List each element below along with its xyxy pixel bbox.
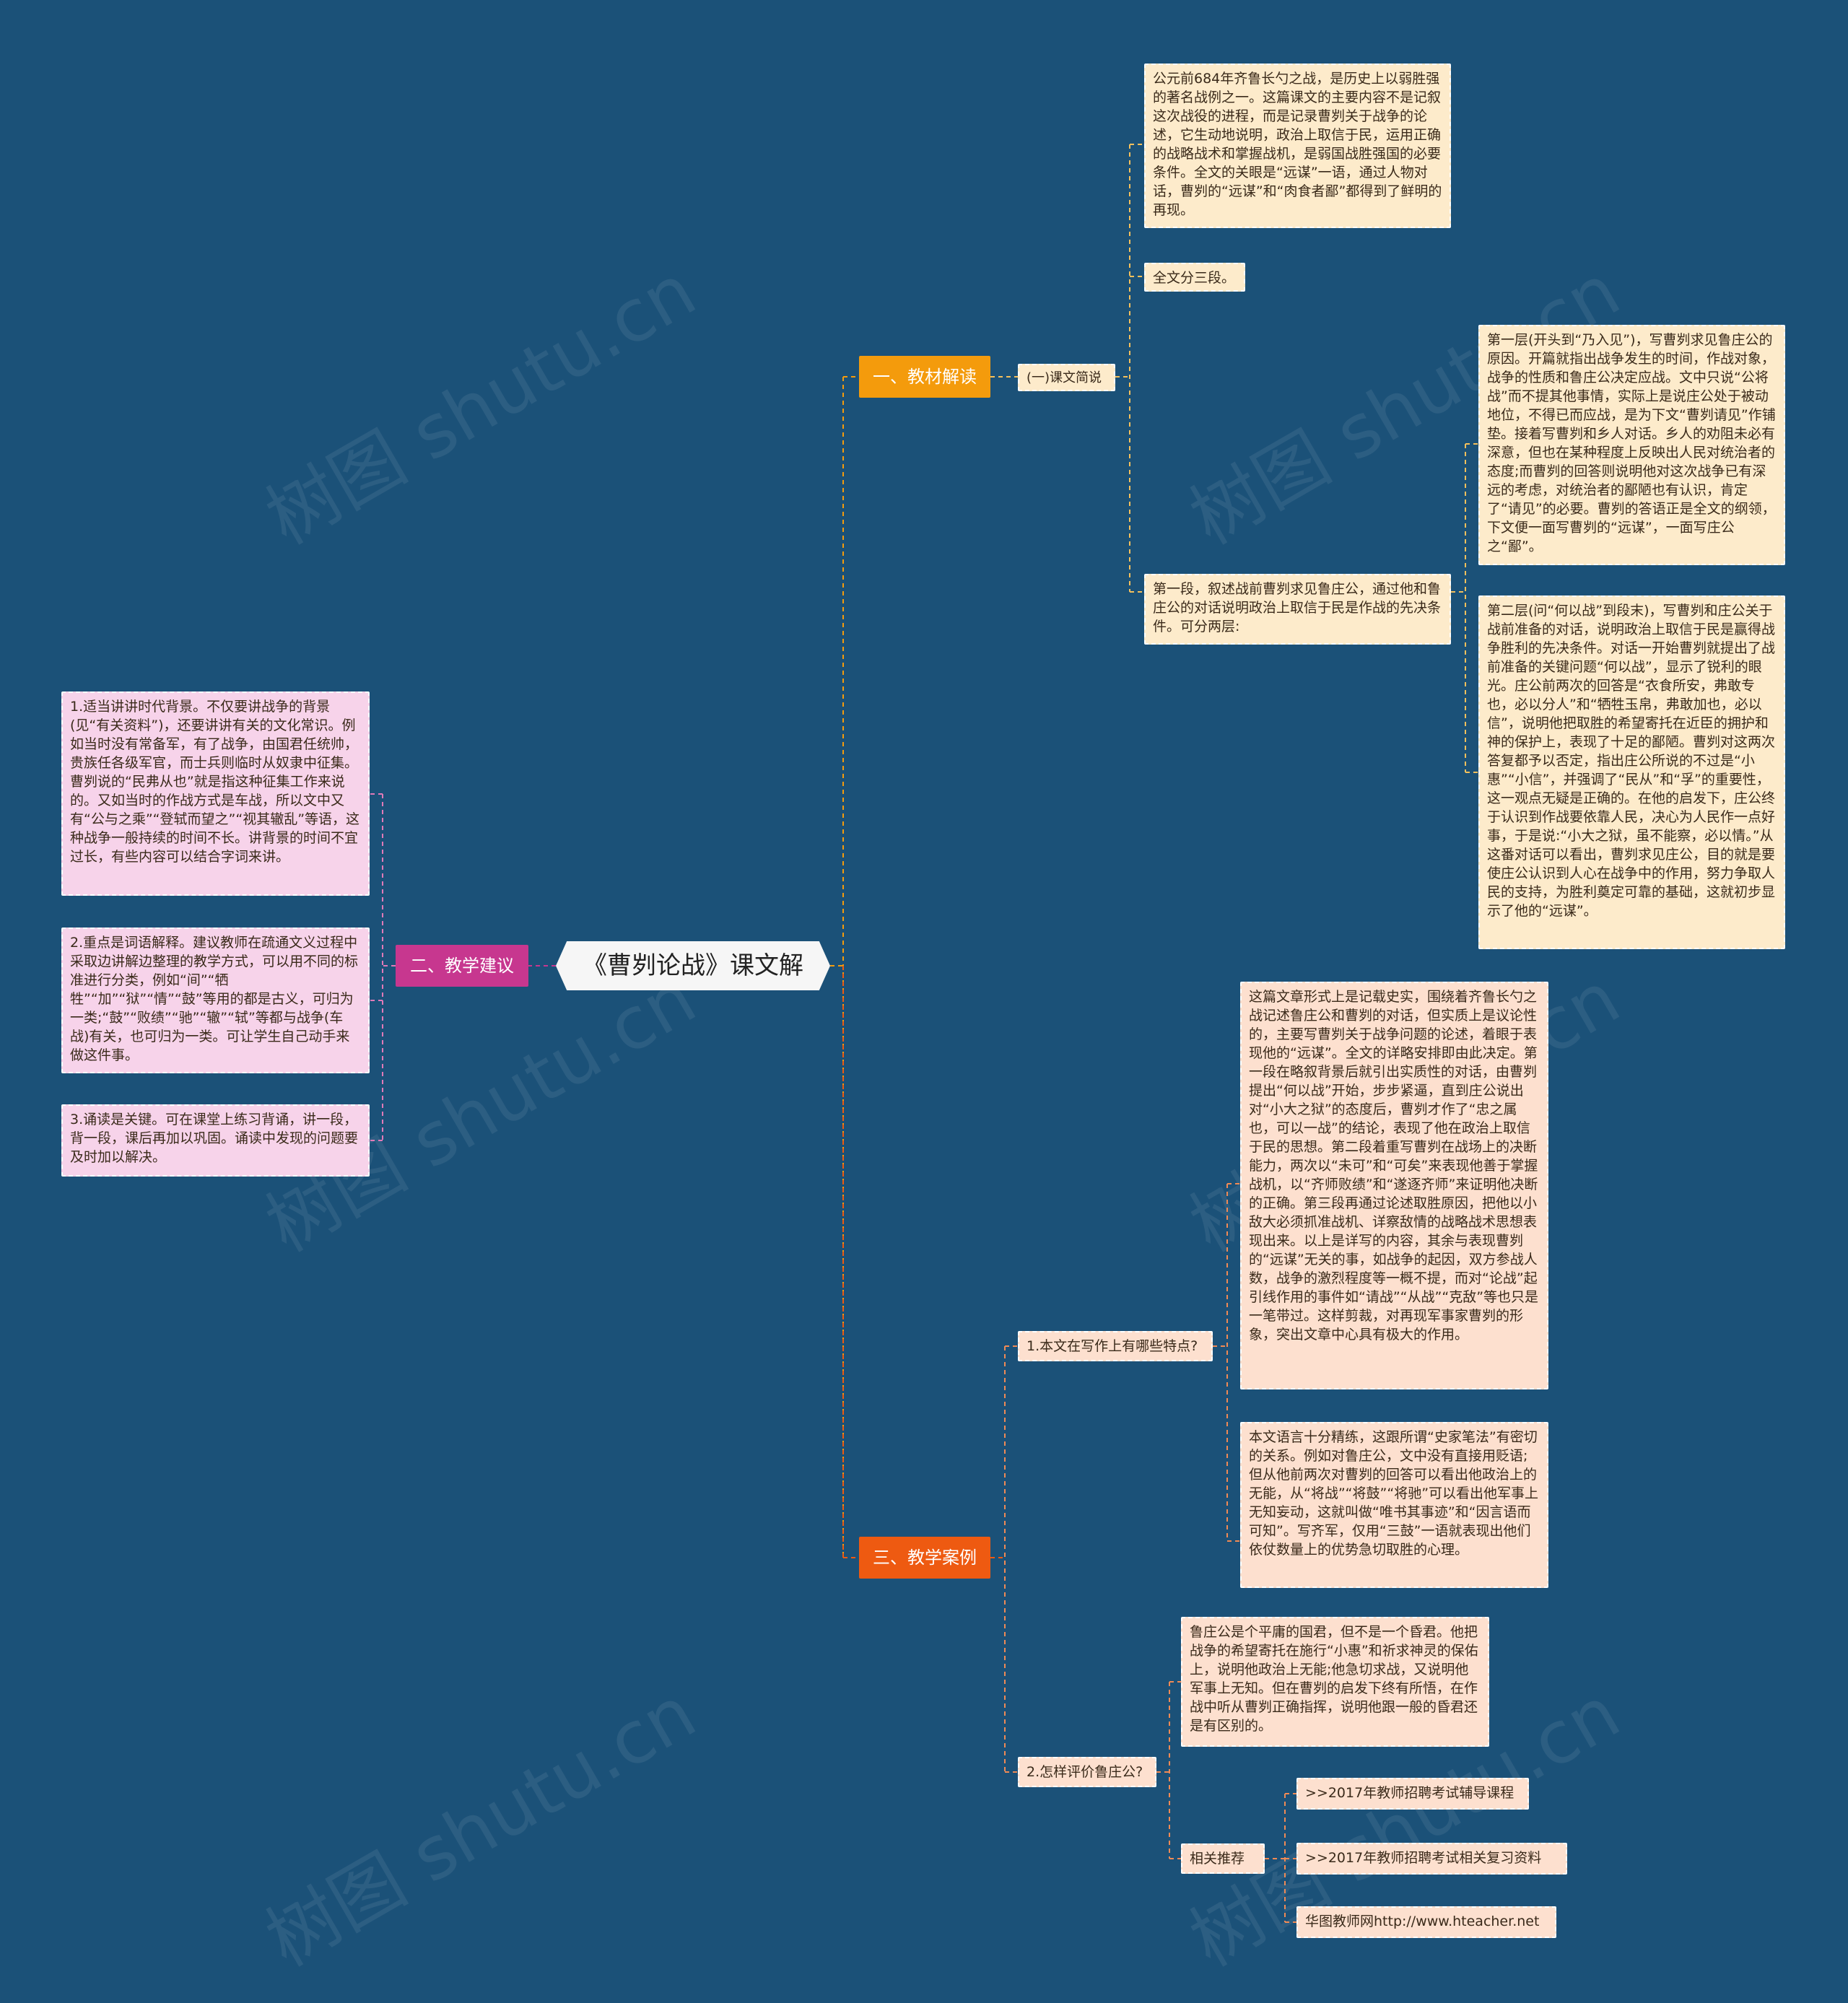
text-overview-node[interactable]: (一)课文简说 [1018,364,1115,391]
suggestion-item[interactable]: 1.适当讲讲时代背景。不仅要讲战争的背景(见“有关资料”)，还要讲讲有关的文化常… [61,691,370,896]
recommend-link[interactable]: 华图教师网http://www.hteacher.net [1296,1906,1556,1938]
related-recommendations-label[interactable]: 相关推荐 [1181,1843,1265,1874]
suggestion-item[interactable]: 2.重点是词语解释。建议教师在疏通文义过程中采取边讲解边整理的教学方式，可以用不… [61,928,370,1073]
answer-structure[interactable]: 这篇文章形式上是记载史实，围绕着齐鲁长勺之战记述鲁庄公和曹刿的对话，但实质上是议… [1240,982,1548,1389]
overview-paragraph[interactable]: 公元前684年齐鲁长勺之战，是历史上以弱胜强的著名战例之一。这篇课文的主要内容不… [1144,64,1451,228]
recommend-link[interactable]: >>2017年教师招聘考试辅导课程 [1296,1778,1529,1810]
branch-teaching-suggestions[interactable]: 二、教学建议 [396,945,528,987]
branch-teaching-cases[interactable]: 三、教学案例 [859,1537,990,1579]
question-writing-features[interactable]: 1.本文在写作上有哪些特点? [1018,1331,1213,1361]
second-layer-node[interactable]: 第二层(问“何以战”到段末)，写曹刿和庄公关于战前准备的对话，说明政治上取信于民… [1478,595,1785,949]
suggestion-item[interactable]: 3.诵读是关键。可在课堂上练习背诵，讲一段，背一段，课后再加以巩固。诵读中发现的… [61,1104,370,1177]
first-section-node[interactable]: 第一段，叙述战前曹刿求见鲁庄公，通过他和鲁庄公的对话说明政治上取信于民是作战的先… [1144,574,1451,645]
answer-evaluate-lord[interactable]: 鲁庄公是个平庸的国君，但不是一个昏君。他把战争的希望寄托在施行“小惠”和祈求神灵… [1181,1617,1489,1747]
first-layer-node[interactable]: 第一层(开头到“乃入见”)，写曹刿求见鲁庄公的原因。开篇就指出战争发生的时间，作… [1478,325,1785,565]
recommend-link[interactable]: >>2017年教师招聘考试相关复习资料 [1296,1843,1567,1875]
branch-textbook-analysis[interactable]: 一、教材解读 [859,356,990,398]
central-topic[interactable]: 《曹刿论战》课文解读 [556,941,830,990]
question-evaluate-lord[interactable]: 2.怎样评价鲁庄公? [1018,1757,1156,1787]
three-sections-node[interactable]: 全文分三段。 [1144,263,1245,292]
answer-language[interactable]: 本文语言十分精练，这跟所谓“史家笔法”有密切的关系。例如对鲁庄公，文中没有直接用… [1240,1422,1548,1588]
